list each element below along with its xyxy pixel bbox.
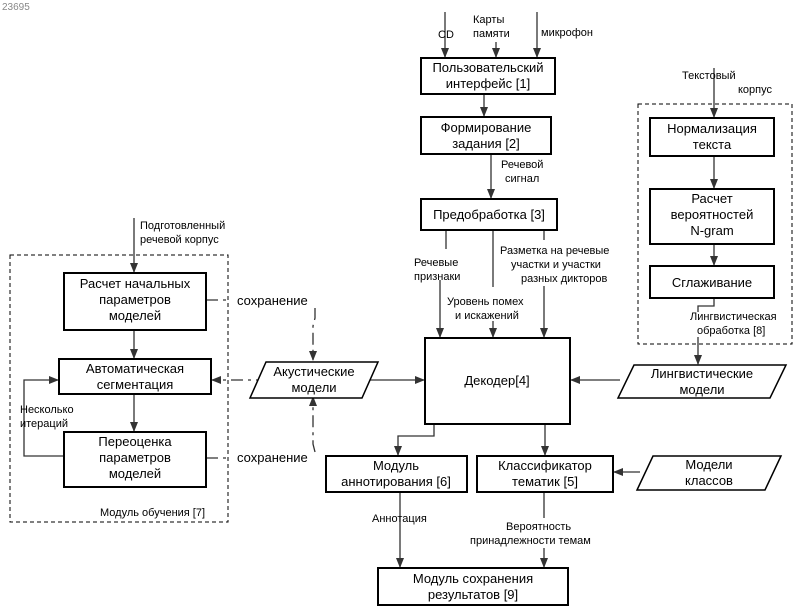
block-decoder: Декодер[4] xyxy=(425,338,570,424)
label-speech-signal-2: сигнал xyxy=(505,173,539,185)
svg-text:модели: модели xyxy=(291,380,336,395)
label-linguistic-processing-2: обработка [8] xyxy=(697,325,765,337)
svg-text:Расчет начальных: Расчет начальных xyxy=(80,276,191,291)
svg-text:Сглаживание: Сглаживание xyxy=(672,275,752,290)
label-cd: CD xyxy=(438,29,454,41)
svg-text:задания [2]: задания [2] xyxy=(452,136,520,151)
label-save-bottom: сохранение xyxy=(237,450,308,465)
block-user-interface: Пользовательский интерфейс [1] xyxy=(421,58,555,94)
label-linguistic-processing-1: Лингвистическая xyxy=(690,311,777,323)
label-speech-features-1: Речевые xyxy=(414,257,458,269)
label-text-corpus-2: корпус xyxy=(738,84,773,96)
svg-text:модели: модели xyxy=(679,382,724,397)
svg-text:моделей: моделей xyxy=(109,308,161,323)
svg-text:Формирование: Формирование xyxy=(441,120,532,135)
label-speech-features-2: признаки xyxy=(414,271,460,283)
label-prepared-corpus-1: Подготовленный xyxy=(140,220,225,232)
block-reestimation: Переоценка параметров моделей xyxy=(64,432,206,487)
label-markup-3: разных дикторов xyxy=(521,273,607,285)
svg-text:Переоценка: Переоценка xyxy=(98,434,172,449)
label-speech-signal-1: Речевой xyxy=(501,159,543,171)
svg-text:результатов [9]: результатов [9] xyxy=(428,587,518,602)
svg-text:Пользовательский: Пользовательский xyxy=(432,60,543,75)
svg-text:текста: текста xyxy=(693,137,732,152)
label-training-module: Модуль обучения [7] xyxy=(100,507,205,519)
svg-text:параметров: параметров xyxy=(99,292,171,307)
svg-text:N-gram: N-gram xyxy=(690,223,733,238)
label-noise-level-1: Уровень помех xyxy=(447,296,524,308)
block-text-normalization: Нормализация текста xyxy=(650,118,774,156)
block-preprocessing: Предобработка [3] xyxy=(421,199,557,230)
svg-text:моделей: моделей xyxy=(109,466,161,481)
label-noise-level-2: и искажений xyxy=(455,310,519,322)
label-topic-probability-1: Вероятность xyxy=(506,521,571,533)
block-annotation: Модуль аннотирования [6] xyxy=(326,456,467,492)
svg-text:Лингвистические: Лингвистические xyxy=(651,366,753,381)
label-memory-cards-2: памяти xyxy=(473,28,510,40)
label-iterations-1: Несколько xyxy=(20,404,74,416)
store-class-models: Модели классов xyxy=(637,456,781,490)
label-annotation-out: Аннотация xyxy=(372,513,427,525)
label-prepared-corpus-2: речевой корпус xyxy=(140,234,219,246)
label-markup-2: участки и участки xyxy=(511,259,601,271)
label-save-top: сохранение xyxy=(237,293,308,308)
svg-text:классов: классов xyxy=(685,473,733,488)
block-auto-segmentation: Автоматическая сегментация xyxy=(59,359,211,394)
block-task-formation: Формирование задания [2] xyxy=(421,117,551,154)
svg-text:Модуль: Модуль xyxy=(373,458,419,473)
label-topic-probability-2: принадлежности темам xyxy=(470,535,591,547)
svg-text:Модуль сохранения: Модуль сохранения xyxy=(413,571,533,586)
label-markup-1: Разметка на речевые xyxy=(500,245,609,257)
svg-text:Предобработка [3]: Предобработка [3] xyxy=(433,207,545,222)
svg-text:тематик [5]: тематик [5] xyxy=(512,474,578,489)
svg-text:сегментация: сегментация xyxy=(97,377,174,392)
svg-text:параметров: параметров xyxy=(99,450,171,465)
svg-text:вероятностей: вероятностей xyxy=(671,207,754,222)
store-acoustic-models: Акустические модели xyxy=(250,362,378,398)
block-ngram: Расчет вероятностей N-gram xyxy=(650,189,774,244)
store-linguistic-models: Лингвистические модели xyxy=(618,365,786,398)
svg-text:Декодер[4]: Декодер[4] xyxy=(464,373,529,388)
image-id: 23695 xyxy=(2,2,30,13)
svg-text:Акустические: Акустические xyxy=(273,364,354,379)
svg-text:Автоматическая: Автоматическая xyxy=(86,361,184,376)
block-init-params: Расчет начальных параметров моделей xyxy=(64,273,206,330)
svg-text:аннотирования [6]: аннотирования [6] xyxy=(341,474,451,489)
svg-text:Расчет: Расчет xyxy=(691,191,732,206)
svg-text:Нормализация: Нормализация xyxy=(667,121,757,136)
svg-text:Модели: Модели xyxy=(685,457,732,472)
label-iterations-2: итераций xyxy=(20,418,68,430)
label-text-corpus-1: Текстовый xyxy=(682,70,736,82)
svg-text:интерфейс [1]: интерфейс [1] xyxy=(446,76,530,91)
label-microphone: микрофон xyxy=(541,27,593,39)
block-smoothing: Сглаживание xyxy=(650,266,774,298)
label-memory-cards-1: Карты xyxy=(473,14,504,26)
block-classifier: Классификатор тематик [5] xyxy=(477,456,613,492)
block-save-results: Модуль сохранения результатов [9] xyxy=(378,568,568,605)
svg-text:Классификатор: Классификатор xyxy=(498,458,592,473)
